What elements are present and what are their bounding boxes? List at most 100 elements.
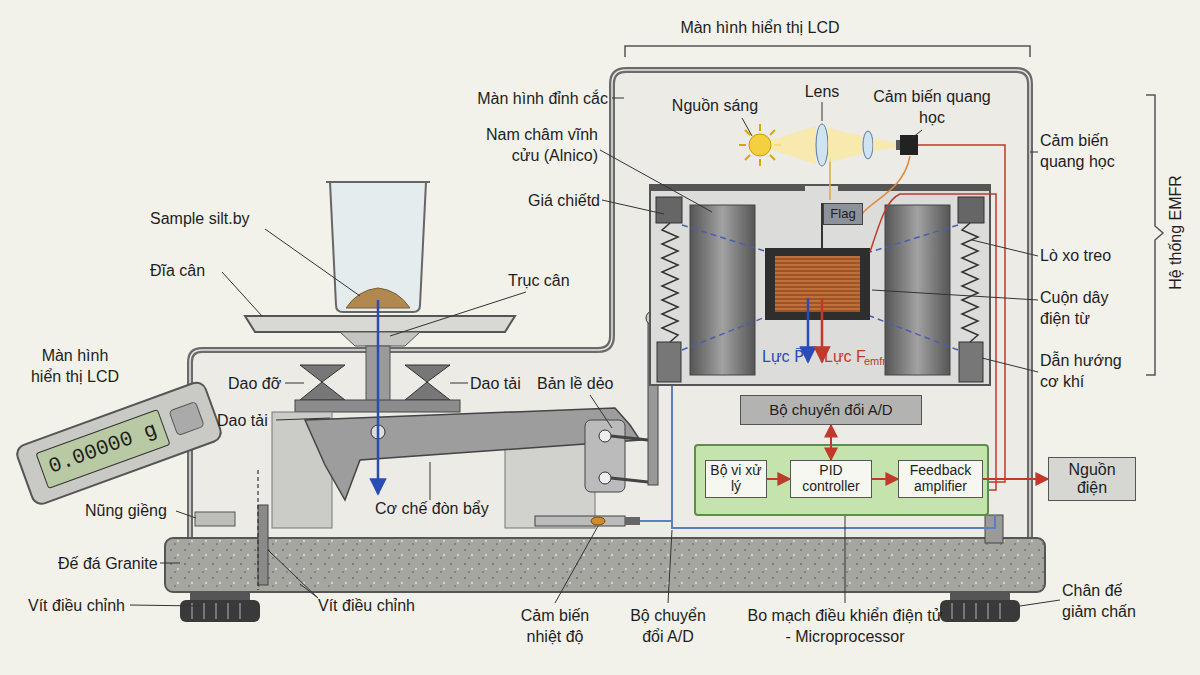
beaker xyxy=(330,182,426,312)
signal-arrow xyxy=(872,478,898,480)
light-path xyxy=(829,158,831,200)
part-label: Dao đỡ xyxy=(228,373,281,394)
leader-line xyxy=(130,98,1060,606)
light-beam xyxy=(873,139,900,151)
lens xyxy=(863,131,873,159)
part-label: Dao tải xyxy=(217,410,268,431)
temperature-sensor xyxy=(535,516,625,526)
mechanical-guide xyxy=(657,342,681,382)
sensor-plug xyxy=(625,517,640,525)
flag-plate: Flag xyxy=(823,203,863,225)
part-label: Màn hình hiển thị LCD xyxy=(26,345,124,387)
lcd-device xyxy=(14,380,223,507)
dimension-bracket xyxy=(625,46,1030,57)
light-ray xyxy=(759,159,761,166)
part-label: Bản lề dẻo xyxy=(537,373,614,394)
part-label: Dao tải xyxy=(470,373,521,394)
force-label: Lực P⃗ xyxy=(762,346,804,367)
node-text: Nguồn điện xyxy=(1053,461,1131,497)
signal-arrow xyxy=(830,425,832,460)
controller-box: PID controller xyxy=(790,460,872,498)
part-label: Cơ chế đòn bẩy xyxy=(375,498,489,519)
load-force-arrow xyxy=(377,300,380,494)
sensor-window xyxy=(896,140,900,150)
lcd-body xyxy=(14,380,223,507)
support-knife xyxy=(300,365,345,400)
flexure-hinge xyxy=(585,420,625,492)
light-beam xyxy=(828,128,862,162)
part-label: Lens xyxy=(792,81,852,102)
beaker-rim xyxy=(326,181,430,183)
permanent-magnet xyxy=(690,205,755,375)
lens xyxy=(816,124,828,166)
part-label: Nam châm vĩnh cửu (Alnico) xyxy=(470,124,598,166)
light-ray xyxy=(739,144,746,146)
foot-ridges xyxy=(952,603,1000,619)
node-text: PID controller xyxy=(795,463,867,494)
level-bracket xyxy=(195,512,235,526)
flag-wire xyxy=(862,156,910,214)
control-board xyxy=(695,445,988,515)
part-label: Trục cân xyxy=(508,270,570,291)
part-label: Bo mạch điều khiển điện tử - Microproces… xyxy=(745,605,945,647)
adjusting-screw xyxy=(258,505,268,585)
foot-ridges xyxy=(192,603,240,619)
amplifier-box: Feedback amplifier xyxy=(898,460,983,498)
signal-arrow xyxy=(767,478,790,480)
emfr-chamber xyxy=(650,185,990,385)
part-label: Bộ chuyển đổi A/D xyxy=(623,605,713,647)
part-label: Lò xo treo xyxy=(1040,245,1111,266)
system-bracket xyxy=(1146,95,1163,375)
part-label: Cảm biến quang học xyxy=(867,86,997,128)
sensor-bead xyxy=(591,517,605,525)
suspension-spring xyxy=(662,223,678,342)
pan-hub xyxy=(340,332,420,346)
coil-frame xyxy=(765,248,870,320)
mechanical-guide xyxy=(959,342,983,382)
compensation-force-arrow xyxy=(821,298,824,362)
part-label: Sample silt.by xyxy=(150,208,250,229)
force-subscript: emfr xyxy=(864,355,886,368)
light-ray xyxy=(770,155,775,160)
part-label: Chân đế giảm chấn xyxy=(1062,580,1152,622)
load-force-arrow xyxy=(807,298,810,362)
part-label: Cảm biến nhiệt độ xyxy=(510,605,600,647)
chamber-top xyxy=(838,185,990,191)
signal-wire xyxy=(672,385,995,528)
field-line xyxy=(682,225,958,350)
part-label: Đĩa cân xyxy=(150,260,205,281)
granite-base xyxy=(165,538,1045,592)
weighing-pan xyxy=(245,316,515,332)
sensor-wire xyxy=(918,145,1005,482)
node-text: Feedback amplifier xyxy=(903,463,978,494)
part-label: Cảm biến quang học xyxy=(1040,130,1150,172)
force-label: Lực F xyxy=(824,346,866,367)
part-label: Vít điều chỉnh xyxy=(28,595,125,616)
adjusting-foot xyxy=(180,600,260,622)
optical-sensor xyxy=(900,135,918,155)
signal-wire xyxy=(640,520,672,522)
part-label: Hệ thống EMFR xyxy=(1165,163,1186,303)
hinge-link xyxy=(611,436,648,482)
part-label: Màn hình hiển thị LCD xyxy=(640,17,880,38)
part-label: Nũng giềng xyxy=(85,500,167,521)
light-ray xyxy=(759,124,761,131)
spring-mount xyxy=(958,197,984,223)
lcd-button xyxy=(169,402,204,436)
part-label: Đế đá Granite xyxy=(58,553,158,574)
converter-box: Bộ chuyển đổi A/D xyxy=(740,395,922,425)
light-ray xyxy=(770,130,775,135)
node-text: Flag xyxy=(830,207,855,222)
light-beam xyxy=(772,126,816,164)
load-knife xyxy=(405,365,450,400)
node-text: Bộ vi xử lý xyxy=(710,463,762,494)
spring-mount xyxy=(656,197,682,223)
lever-arm xyxy=(305,408,640,500)
power-box: Nguồn điện xyxy=(1048,457,1136,501)
balance-housing xyxy=(190,70,1030,538)
hinge-pin xyxy=(599,472,611,484)
light-ray xyxy=(745,155,750,160)
part-label: Nguồn sáng xyxy=(665,95,765,116)
